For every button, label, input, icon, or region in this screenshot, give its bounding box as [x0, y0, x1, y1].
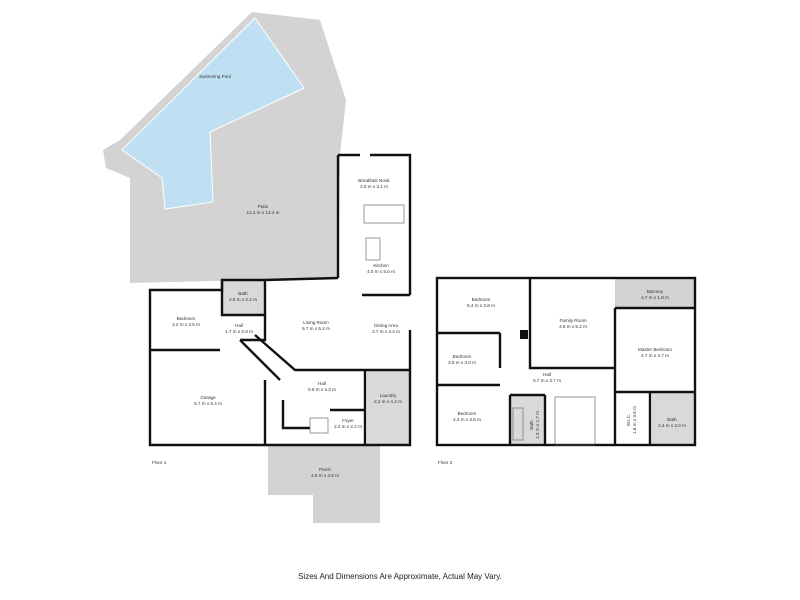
- room-dims: 5.7 m x 5.2 m: [302, 326, 330, 331]
- room-dims: 1.7 m x 2.8 m: [225, 329, 253, 334]
- room-name: Patio: [258, 204, 269, 209]
- room-dims: 4.3 m x 3.6 m: [453, 417, 481, 422]
- room-dims: 4.7 m x 1.8 m: [641, 295, 669, 300]
- room-name: Porch: [319, 467, 331, 472]
- room-dims: 4.7 m x 4.7 m: [641, 353, 669, 358]
- room-dims: 12.2 m x 13.4 m: [247, 210, 280, 215]
- kitchen-counter: [363, 204, 405, 224]
- room-name: Foyer: [342, 418, 354, 423]
- room-dims: 1.6 m x 3.6 m: [632, 406, 637, 434]
- room-name: Kitchen: [373, 263, 389, 268]
- floor-label: Floor 1: [152, 460, 167, 465]
- room-name: Bath: [667, 417, 677, 422]
- room-dims: 4.2 m x 3.5 m: [172, 322, 200, 327]
- disclaimer-footer: Sizes And Dimensions Are Approximate, Ac…: [298, 572, 502, 581]
- floor-1-labels: Swimming Pool Patio 12.2 m x 13.4 m Brea…: [152, 74, 402, 478]
- balcony-area: [615, 278, 695, 308]
- room-name: Swimming Pool: [199, 74, 231, 79]
- room-dims: 6.7 m x 5.4 m: [194, 401, 222, 406]
- room-name: Living Room: [303, 320, 329, 325]
- room-dims: 5.4 m x 3.8 m: [467, 303, 495, 308]
- room-dims: 2.2 m x 2.2 m: [334, 424, 362, 429]
- room-name: Master Bedroom: [638, 347, 672, 352]
- room-name: Laundry: [380, 393, 397, 398]
- room-name: Family Room: [559, 318, 586, 323]
- room-name: Hall: [318, 381, 326, 386]
- room-name: Hall: [543, 372, 551, 377]
- floor-2-labels: Bedroom 5.4 m x 3.8 m Family Room 4.8 m …: [438, 289, 686, 465]
- room-dims: 3.5 m x 3.0 m: [448, 360, 476, 365]
- room-name: W.I.C.: [626, 414, 631, 427]
- porch-area: [268, 445, 380, 523]
- room-name: Bedroom: [458, 411, 477, 416]
- room-dims: 2.3 m x 2.7 m: [535, 411, 540, 439]
- stairs-floor-2: [554, 396, 596, 446]
- room-name: Bath: [529, 420, 534, 430]
- room-dims: 5.8 m x 3.3 m: [308, 387, 336, 392]
- swimming-pool: [121, 17, 305, 210]
- room-name: Balcony: [647, 289, 664, 294]
- room-dims: 2.2 m x 4.4 m: [374, 399, 402, 404]
- room-name: Bedroom: [453, 354, 472, 359]
- room-name: Hall: [235, 323, 243, 328]
- room-name: Bedroom: [472, 297, 491, 302]
- floor-label: Floor 2: [438, 460, 453, 465]
- room-name: Bath: [238, 291, 248, 296]
- floor-1-walls: [148, 153, 412, 447]
- room-name: Dining Area: [374, 323, 398, 328]
- room-dims: 4.0 m x 5.0 m: [367, 269, 395, 274]
- stairs: [309, 417, 329, 434]
- laundry-area: [367, 370, 410, 445]
- room-name: Bedroom: [177, 316, 196, 321]
- bath-area-f2b: [652, 392, 695, 445]
- room-name: Breakfast Nook: [358, 178, 390, 183]
- room-dims: 2.5 m x 2.2 m: [229, 297, 257, 302]
- bath-area-f2a: [510, 395, 545, 445]
- room-name: Garage: [200, 395, 216, 400]
- room-dims: 2.7 m x 4.4 m: [372, 329, 400, 334]
- bath-area-f1: [222, 280, 265, 315]
- room-dims: 4.8 m x 5.2 m: [559, 324, 587, 329]
- room-dims: 6.7 m x 3.7 m: [533, 378, 561, 383]
- room-dims: 4.6 m x 4.5 m: [311, 473, 339, 478]
- bathtub: [512, 407, 524, 441]
- room-dims: 4.0 m x 3.1 m: [360, 184, 388, 189]
- kitchen-island: [365, 237, 381, 261]
- room-dims: 2.4 m x 3.0 m: [658, 423, 686, 428]
